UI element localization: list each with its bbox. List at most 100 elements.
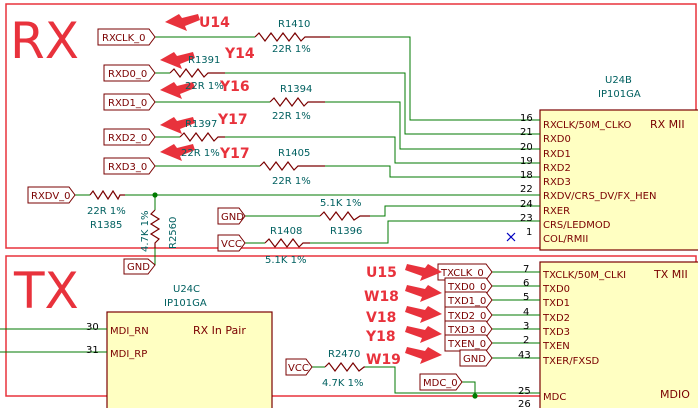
r1397-ref: R1397 — [185, 119, 217, 130]
net-vcc-2: VCC — [288, 363, 309, 374]
u24b-section-tx: TX MII — [653, 268, 688, 281]
net-rxd2: RXD2_0 — [108, 133, 147, 144]
pin-num: 3 — [523, 321, 529, 332]
pin-name: RXER — [543, 206, 570, 217]
r1405-ref: R1405 — [278, 148, 310, 159]
junction-dot — [472, 393, 478, 399]
arrow-icon — [160, 144, 195, 161]
pin-num: 26 — [518, 399, 531, 408]
pin-num: 21 — [520, 127, 533, 138]
arrow-icon — [405, 347, 442, 364]
r1394-ref: R1394 — [280, 84, 312, 95]
pin-num: 31 — [86, 345, 99, 356]
arrow-icon — [405, 264, 442, 281]
r1396-ref: R1396 — [330, 226, 362, 237]
u24b-chip-body — [539, 109, 698, 251]
pin-num: 22 — [520, 184, 533, 195]
u24b-tx-body — [539, 261, 698, 408]
u24b-section-rx: RX MII — [650, 118, 685, 131]
net-txen: TXEN_0 — [447, 339, 486, 350]
junction-dot — [152, 192, 158, 198]
pin-num: 18 — [520, 170, 533, 181]
u24b-ref: U24B — [605, 75, 632, 86]
arrow-icon — [405, 306, 442, 323]
pin-num: 6 — [523, 278, 529, 289]
pin-num: 24 — [520, 199, 533, 210]
net-rxd1: RXD1_0 — [108, 98, 147, 109]
annotation-y14: Y14 — [224, 46, 255, 62]
annotation-y17-a: Y17 — [217, 112, 248, 128]
net-rxd3: RXD3_0 — [108, 162, 147, 173]
annotation-y16: Y16 — [219, 79, 250, 95]
pin-name: TXCLK/50M_CLKI — [542, 270, 626, 281]
net-txd0: TXD0_0 — [447, 282, 486, 293]
r1391-value: 22R 1% — [185, 81, 224, 92]
r2470-ref: R2470 — [328, 349, 360, 360]
wires — [0, 36, 540, 396]
pin-name: TXD3 — [542, 327, 570, 338]
r1391-ref: R1391 — [188, 55, 220, 66]
r1410-value: 22R 1% — [272, 44, 311, 55]
r1397-value: 22R 1% — [181, 148, 220, 159]
pin-name: RXD3 — [543, 177, 571, 188]
r2560-ref: R2560 — [168, 217, 179, 249]
pin-name: RXD2 — [543, 163, 571, 174]
pin-name: MDC — [543, 392, 566, 403]
r1396-value: 5.1K 1% — [320, 198, 362, 209]
pin-num: 1 — [526, 227, 532, 238]
pin-num: 4 — [523, 307, 529, 318]
u24c-section: RX In Pair — [193, 324, 246, 337]
r1408-ref: R1408 — [270, 226, 302, 237]
annotation-v18: V18 — [366, 310, 396, 326]
pin-name: TXEN — [542, 341, 570, 352]
net-txd2: TXD2_0 — [447, 311, 486, 322]
annotation-y17-b: Y17 — [219, 146, 250, 162]
net-rxd0: RXD0_0 — [108, 69, 147, 80]
region-label-tx: TX — [13, 262, 79, 320]
pin-num: 43 — [518, 350, 531, 361]
pin-name: RXD1 — [543, 149, 571, 160]
r1410-ref: R1410 — [278, 19, 310, 30]
r2470-value: 4.7K 1% — [322, 378, 364, 389]
annotation-u15: U15 — [366, 265, 397, 281]
pin-num: 2 — [523, 335, 529, 346]
pin-num: 19 — [520, 156, 533, 167]
net-rxdv: RXDV_0 — [31, 191, 71, 202]
net-txclk: TXCLK_0 — [440, 268, 484, 279]
u24b-section-mdio: MDIO — [660, 388, 690, 401]
net-txd1: TXD1_0 — [447, 296, 486, 307]
net-label-boxes — [27, 28, 493, 391]
u24b-part: IP101GA — [598, 89, 641, 100]
arrow-icon — [405, 285, 442, 302]
pin-num: 5 — [523, 292, 529, 303]
net-gnd-3: GND — [463, 354, 486, 365]
annotation-u14: U14 — [199, 15, 230, 31]
arrow-icon — [405, 326, 442, 343]
net-rxclk: RXCLK_0 — [102, 33, 146, 44]
pin-name: TXD1 — [542, 298, 570, 309]
u24c-part: IP101GA — [164, 298, 207, 309]
r1394-value: 22R 1% — [272, 111, 311, 122]
net-mdc: MDC_0 — [423, 378, 458, 389]
net-vcc-1: VCC — [221, 239, 242, 250]
pin-num: 25 — [518, 386, 531, 397]
r2560-value: 4.7K 1% — [140, 210, 151, 252]
arrow-icon — [160, 117, 195, 134]
pin-name: TXD0 — [542, 284, 570, 295]
pin-name: RXDV/CRS_DV/FX_HEN — [543, 191, 656, 202]
arrow-icon — [160, 82, 195, 99]
pin-name: CRS/LEDMOD — [543, 220, 611, 231]
r1408-value: 5.1K 1% — [265, 255, 307, 266]
pin-name: MDI_RP — [110, 349, 147, 360]
u24c-ref: U24C — [173, 284, 200, 295]
pin-num: 30 — [86, 322, 99, 333]
annotation-arrows — [160, 14, 442, 364]
arrow-icon — [160, 52, 195, 69]
net-txd3: TXD3_0 — [447, 325, 486, 336]
pin-name: TXD2 — [542, 313, 570, 324]
pin-name: RXCLK/50M_CLKO — [543, 120, 631, 131]
r1385-ref: R1385 — [90, 220, 122, 231]
r1385-value: 22R 1% — [87, 206, 126, 217]
